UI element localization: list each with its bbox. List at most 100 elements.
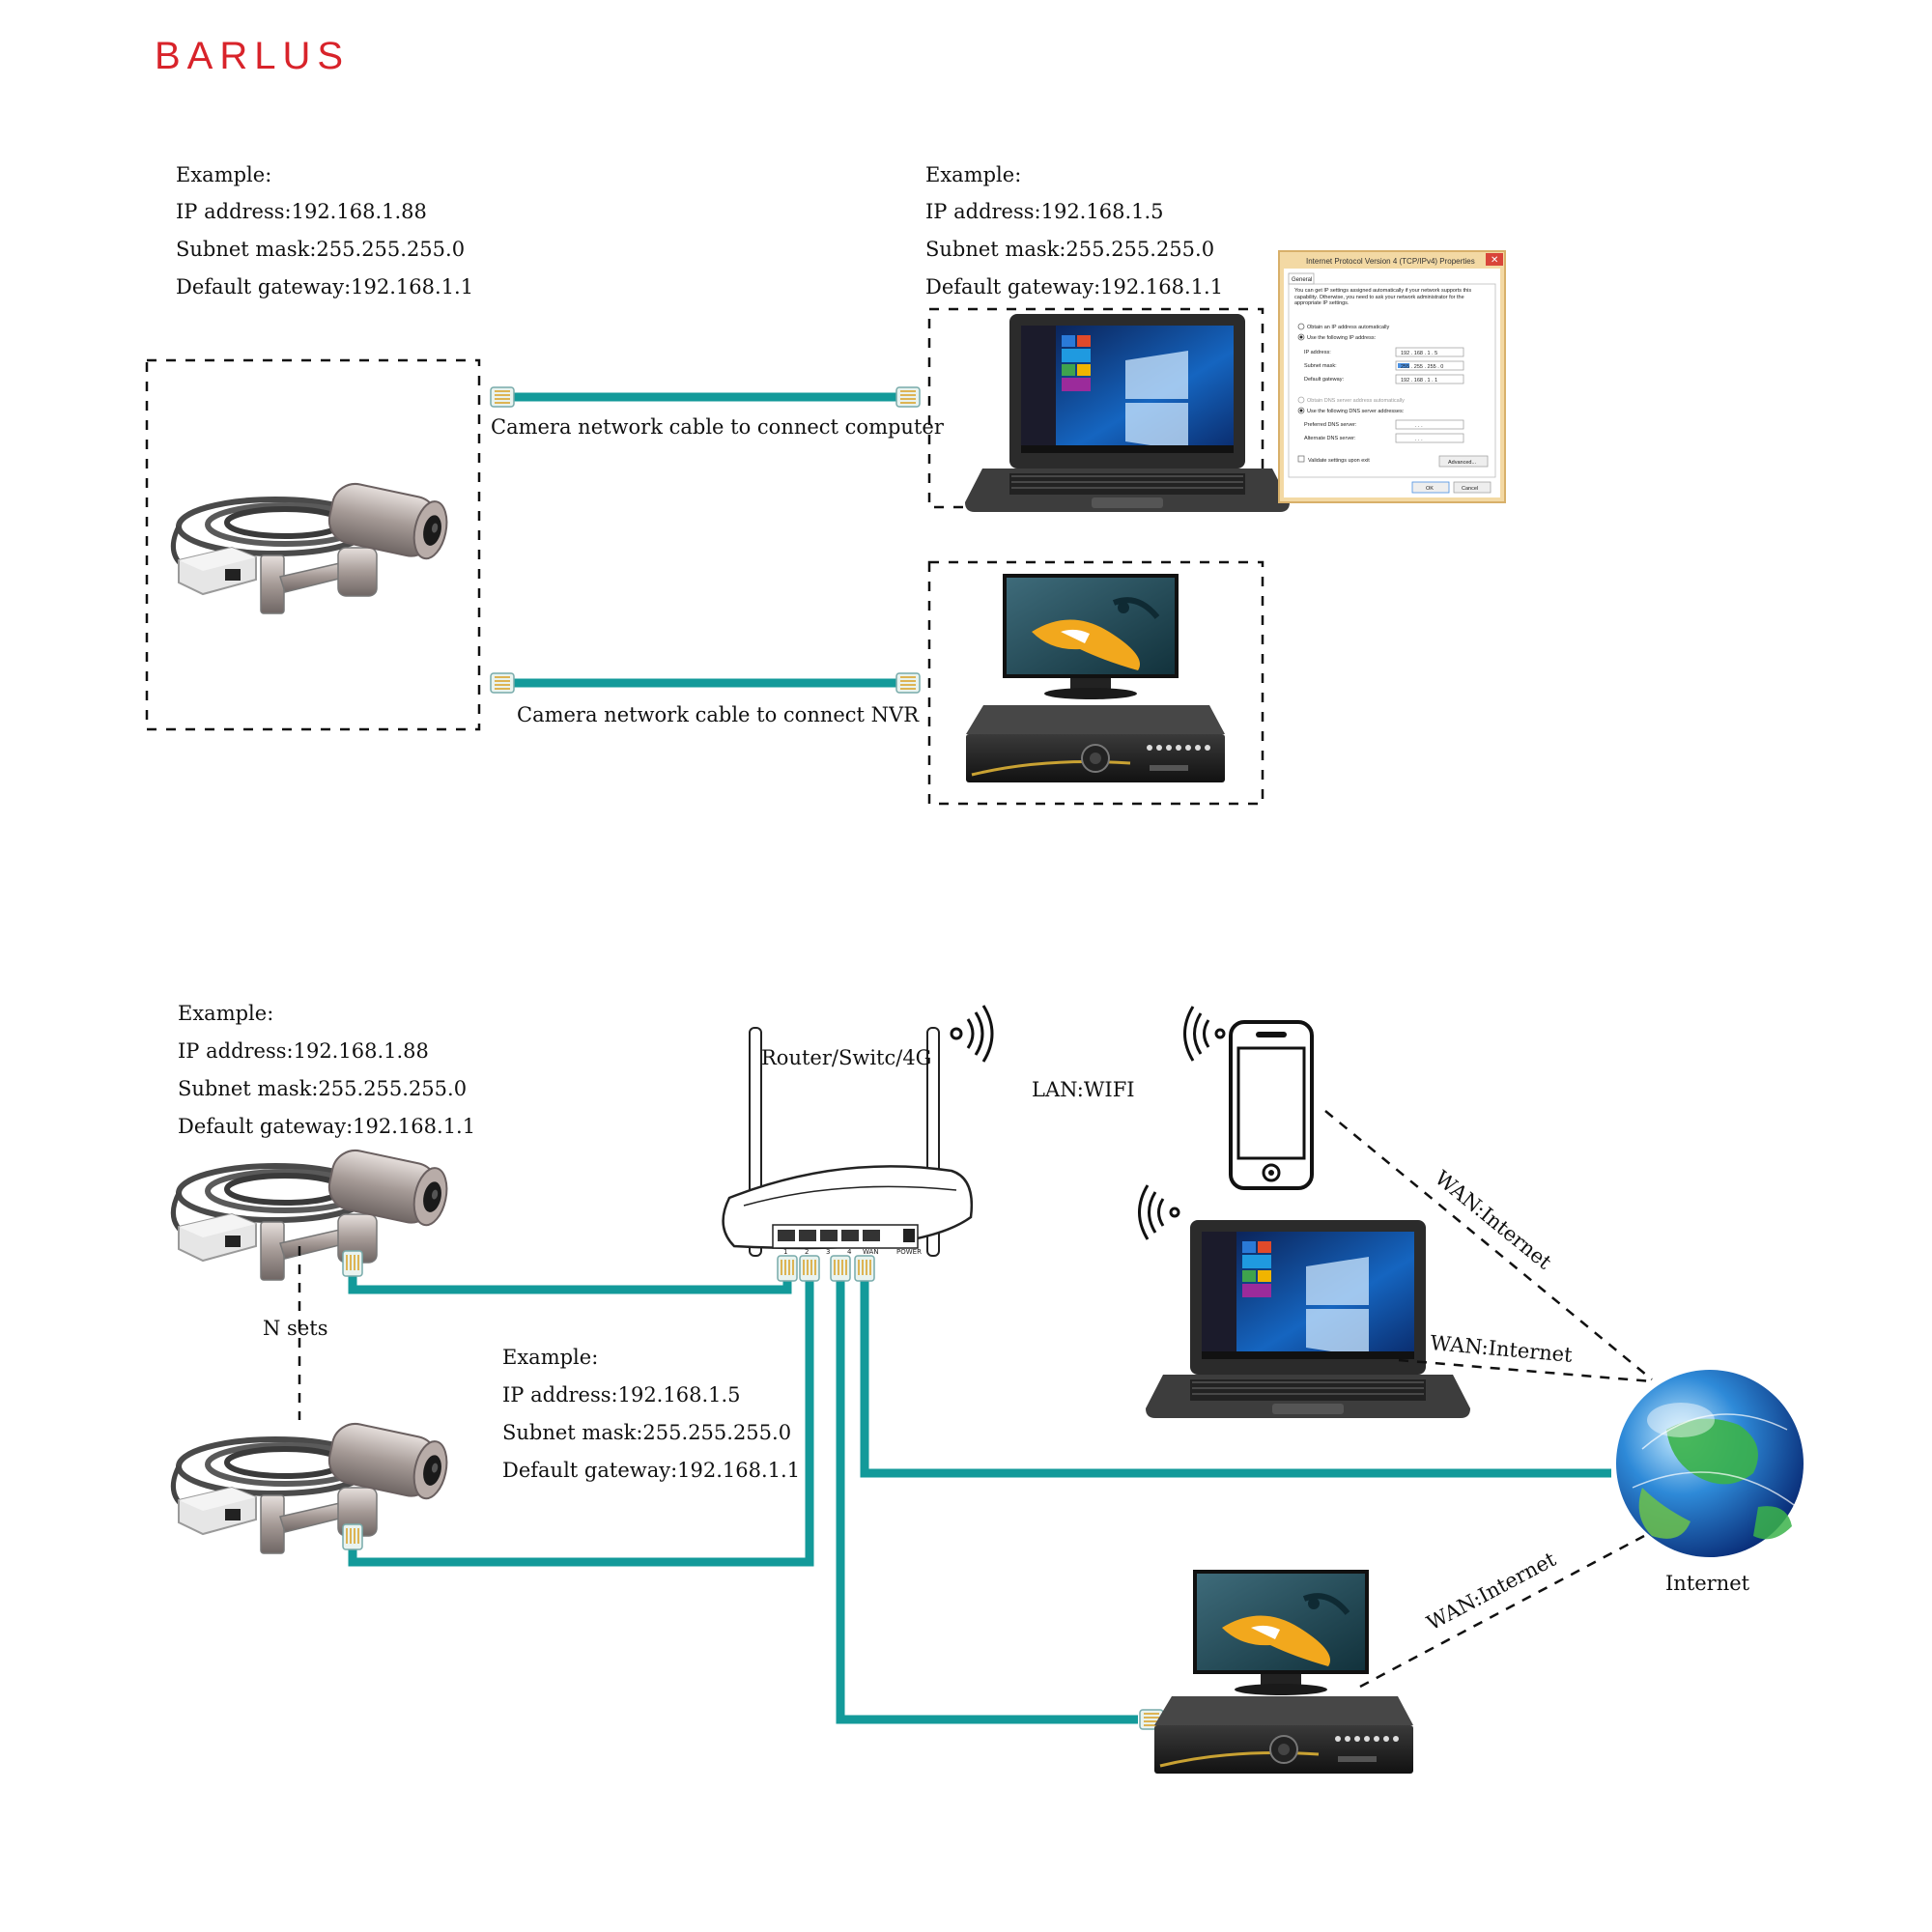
- rj45-connector: [342, 1523, 363, 1550]
- subnet-mask-input[interactable]: [1395, 360, 1464, 371]
- example-heading: Example:: [925, 163, 1021, 186]
- wan-link-laptop: [1398, 1358, 1653, 1383]
- nvr-image-bottom: [1152, 1694, 1415, 1776]
- gateway-text: Default gateway:192.168.1.1: [925, 275, 1223, 298]
- example-heading: Example:: [176, 163, 271, 186]
- camera-group-box: [145, 358, 481, 731]
- example-heading: Example:: [502, 1346, 598, 1369]
- bottom-camera-example: Example: IP address:192.168.1.88 Subnet …: [178, 1002, 475, 1138]
- wan-laptop-label: WAN:Internet: [1430, 1331, 1575, 1367]
- preferred-dns-input[interactable]: [1395, 419, 1464, 430]
- gateway-text: Default gateway:192.168.1.1: [176, 275, 473, 298]
- lan-wifi-label: LAN:WIFI: [1032, 1078, 1135, 1101]
- ok-button-label: OK: [1426, 486, 1434, 492]
- gateway-value: 192 . 168 . 1 . 1: [1401, 378, 1437, 384]
- advanced-button-label: Advanced...: [1448, 460, 1477, 466]
- rj45-connector: [490, 672, 515, 694]
- rj45-connector: [854, 1255, 875, 1282]
- internet-label: Internet: [1665, 1572, 1750, 1595]
- ip-field-label: IP address:: [1304, 350, 1331, 355]
- laptop-image: [964, 313, 1291, 513]
- dialog-title: Internet Protocol Version 4 (TCP/IPv4) P…: [1306, 257, 1475, 266]
- smartphone-image: [1229, 1020, 1314, 1190]
- dialog-description: You can get IP settings assigned automat…: [1294, 288, 1472, 306]
- close-icon: ✕: [1491, 255, 1498, 266]
- port-3-label: 3: [826, 1248, 830, 1256]
- rj45-connector: [490, 386, 515, 408]
- brand-logo: BARLUS: [155, 35, 351, 77]
- cancel-button-label: Cancel: [1462, 486, 1478, 492]
- alternate-dns-input[interactable]: [1395, 433, 1464, 443]
- laptop-image-bottom: [1145, 1219, 1471, 1419]
- router-label: Router/Switc/4G: [761, 1046, 931, 1069]
- rj45-connector: [342, 1250, 363, 1277]
- ip-address-text: IP address:192.168.1.88: [176, 200, 427, 223]
- router-wifi-icon: [950, 1005, 994, 1063]
- gateway-input[interactable]: [1395, 374, 1464, 384]
- cable-camera1-router: [348, 1273, 792, 1294]
- power-label: POWER: [896, 1248, 922, 1256]
- subnet-mask-text: Subnet mask:255.255.255.0: [176, 238, 465, 261]
- ip-address-text: IP address:192.168.1.5: [925, 200, 1164, 223]
- advanced-button[interactable]: [1438, 455, 1489, 468]
- preferred-dns-label: Preferred DNS server:: [1304, 422, 1357, 428]
- router-image: [722, 1027, 974, 1257]
- ip-address-text: IP address:192.168.1.88: [178, 1039, 429, 1063]
- monitor-image-bottom: [1193, 1570, 1369, 1695]
- dialog-close-button[interactable]: [1486, 253, 1503, 266]
- camera-kit-image-1: [173, 1147, 451, 1280]
- ipv4-properties-dialog: Internet Protocol Version 4 (TCP/IPv4) P…: [1278, 250, 1506, 503]
- validate-label: Validate settings upon exit: [1308, 458, 1370, 464]
- cable-router-nvr: [836, 1273, 1138, 1724]
- laptop-wifi-icon: [1138, 1184, 1180, 1240]
- wan-link-nvr: [1359, 1534, 1645, 1689]
- rj45-connector: [895, 672, 921, 694]
- camera-kit-image: [173, 480, 451, 613]
- use-dns-label: Use the following DNS server addresses:: [1307, 409, 1405, 414]
- subnet-mask-text: Subnet mask:255.255.255.0: [178, 1077, 467, 1100]
- subnet-mask-value: 255 . 255 . 255 . 0: [1401, 364, 1443, 370]
- bottom-second-example: Example: IP address:192.168.1.5 Subnet m…: [502, 1346, 800, 1482]
- camera-kit-image-2: [173, 1420, 451, 1553]
- auto-ip-label: Obtain an IP address automatically: [1307, 325, 1389, 330]
- port-4-label: 4: [847, 1248, 852, 1256]
- globe-image: [1616, 1370, 1804, 1557]
- port-2-label: 2: [805, 1248, 809, 1256]
- preferred-dns-value: . . .: [1415, 423, 1423, 429]
- router-port-labels: 1 2 3 4 WAN POWER: [783, 1248, 922, 1256]
- validate-checkbox[interactable]: [1297, 455, 1305, 463]
- rj45-connector: [799, 1255, 820, 1282]
- rj45-connector: [777, 1255, 798, 1282]
- ip-address-value: 192 . 168 . 1 . 5: [1401, 351, 1437, 356]
- radio-auto-ip[interactable]: [1297, 323, 1305, 330]
- example-heading: Example:: [178, 1002, 273, 1025]
- gateway-field-label: Default gateway:: [1304, 377, 1344, 383]
- alternate-dns-label: Alternate DNS server:: [1304, 436, 1356, 441]
- rj45-connector: [830, 1255, 851, 1282]
- ip-address-input[interactable]: [1395, 347, 1464, 357]
- auto-dns-label: Obtain DNS server address automatically: [1307, 398, 1405, 404]
- nvr-image: [964, 703, 1227, 784]
- tab-general-label: General: [1292, 277, 1312, 283]
- ip-address-text: IP address:192.168.1.5: [502, 1383, 741, 1406]
- port-1-label: 1: [783, 1248, 787, 1256]
- phone-wifi-icon: [1183, 1006, 1226, 1062]
- gateway-text: Default gateway:192.168.1.1: [502, 1459, 800, 1482]
- rj45-connector: [895, 386, 921, 408]
- wan-phone-label: WAN:Internet: [1431, 1166, 1556, 1274]
- cable-router-internet: [860, 1273, 1611, 1478]
- ok-button[interactable]: [1411, 481, 1450, 494]
- monitor-image: [1003, 574, 1179, 699]
- gateway-text: Default gateway:192.168.1.1: [178, 1115, 475, 1138]
- wan-link-phone: [1324, 1110, 1653, 1380]
- cable-nvr-label: Camera network cable to connect NVR: [517, 703, 920, 726]
- port-wan-label: WAN: [863, 1248, 879, 1256]
- alternate-dns-value: . . .: [1415, 437, 1423, 442]
- cancel-button[interactable]: [1453, 481, 1492, 494]
- cable-camera2-router: [348, 1273, 814, 1567]
- nvr-group-box: [927, 560, 1264, 806]
- n-sets-label: N sets: [263, 1317, 327, 1340]
- radio-auto-dns[interactable]: [1297, 396, 1305, 404]
